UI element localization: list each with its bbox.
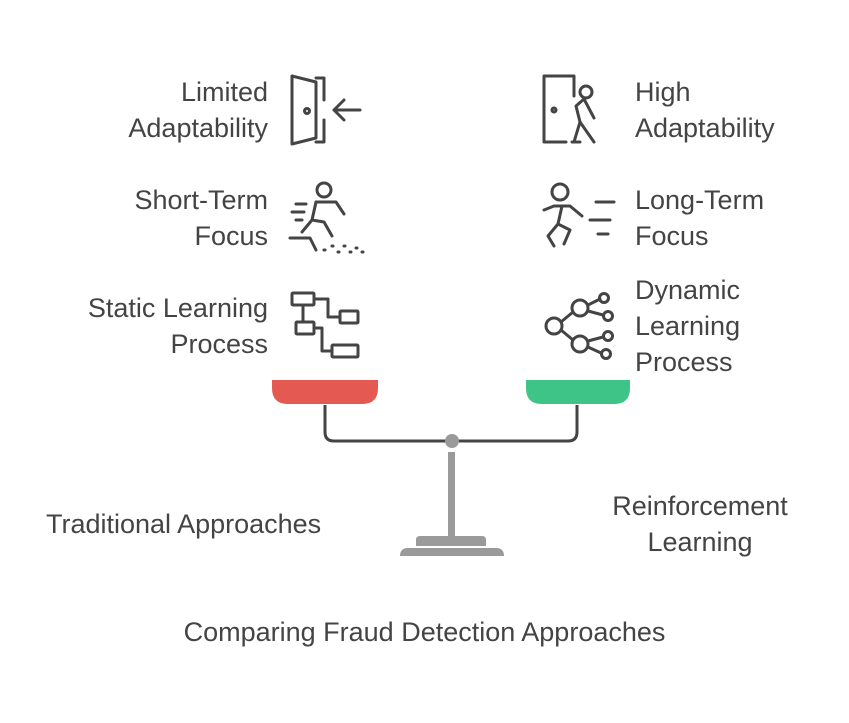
label-line: Static Learning [87,293,268,323]
right-item-high-adaptability: High Adaptability [635,74,775,146]
label-line: Process [170,329,268,359]
flowchart-icon [290,291,360,359]
scale-base-bottom [400,548,504,556]
right-pan [526,380,630,404]
right-item-long-term-focus: Long-Term Focus [635,182,764,254]
scale-base-top [416,536,486,546]
left-item-static-learning-process: Static Learning Process [88,290,268,362]
runner-icon [542,182,616,248]
label-line: Short-Term [134,185,268,215]
label-line: Adaptability [635,113,775,143]
label-line: Long-Term [635,185,765,215]
right-item-dynamic-learning-process: Dynamic Learning Process [635,272,740,380]
label-line: Learning [635,311,741,341]
door-walking-person-icon [542,74,596,144]
label-line: Process [635,347,733,377]
scale-pivot [445,434,459,448]
label-line: Reinforcement [612,491,788,521]
label-line: Limited [180,77,268,107]
label-line: Adaptability [128,113,268,143]
right-approach-label: Reinforcement Learning [590,488,810,560]
label-line: Focus [194,221,268,251]
diagram-title: Comparing Fraud Detection Approaches [183,617,666,647]
label-line: Dynamic [635,275,741,305]
left-pan [272,380,378,404]
left-approach-label: Traditional Approaches [46,509,322,539]
left-item-limited-adaptability: Limited Adaptability [128,74,268,146]
door-exit-icon [290,74,362,146]
left-item-short-term-focus: Short-Term Focus [134,182,268,254]
label-line: Focus [635,221,709,251]
sprinter-icon [288,181,365,254]
label-line: Learning [647,527,753,557]
label-line: High [635,77,691,107]
scale-pole [448,452,455,536]
network-branch-icon [544,292,614,360]
